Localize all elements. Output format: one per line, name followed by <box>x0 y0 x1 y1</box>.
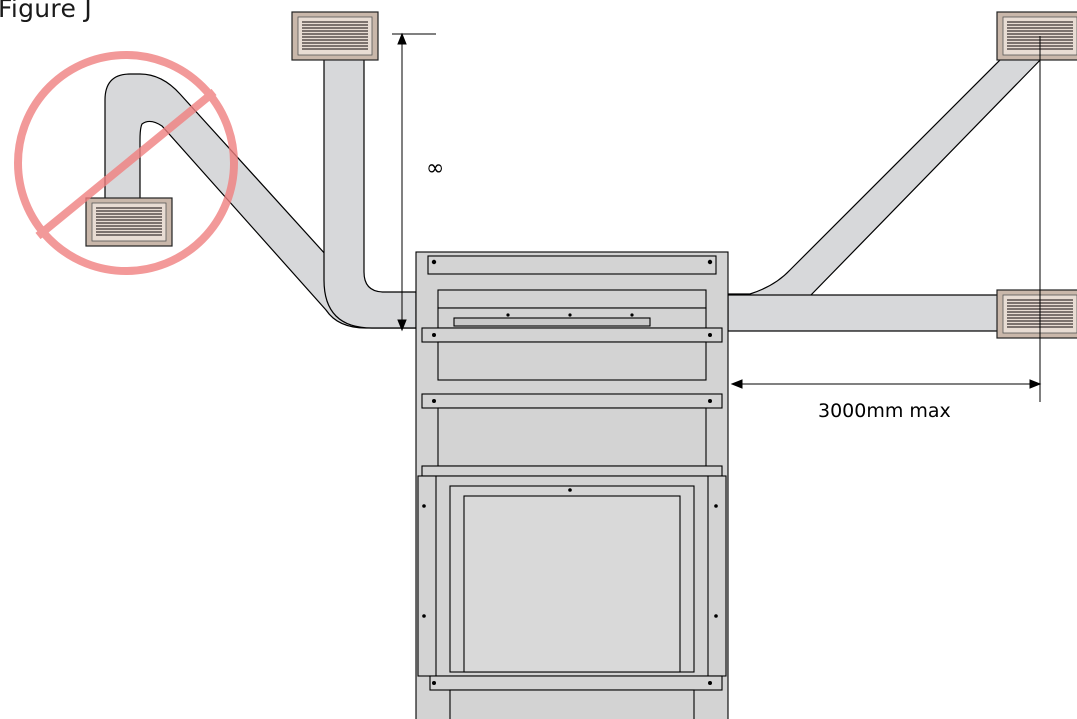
horizontal-dimension-label: 3000mm max <box>818 400 951 422</box>
vent-grille-top-right <box>996 11 1077 61</box>
vertical-dimension-label: ∞ <box>426 156 445 181</box>
prohibition-icon <box>14 51 238 275</box>
horizontal-dimension-line <box>730 36 1042 402</box>
vent-grille-top-left <box>291 11 379 61</box>
vent-grille-prohibited <box>85 197 173 247</box>
figure-title: Figure J <box>0 0 93 23</box>
horizontal-duct <box>727 294 1013 332</box>
vertical-dimension-line <box>392 32 436 332</box>
diagonal-duct <box>727 39 1050 329</box>
cabinet-unit <box>415 251 729 719</box>
vent-grille-right <box>996 289 1077 339</box>
